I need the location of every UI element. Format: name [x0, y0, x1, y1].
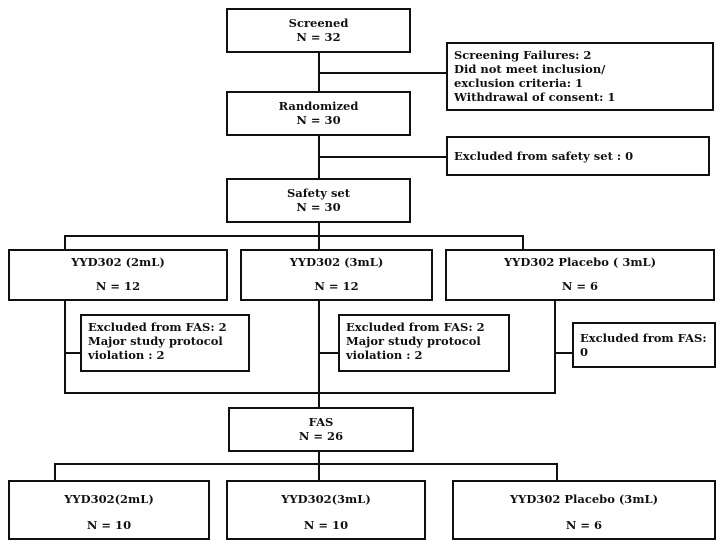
- connector-line: [554, 352, 572, 354]
- group-box-3ml: YYD302 (3mL) N = 12: [240, 249, 433, 301]
- group-title: YYD302 (3mL): [289, 255, 384, 269]
- connector-line: [64, 392, 556, 394]
- connector-line: [522, 235, 524, 249]
- connector-line: [318, 300, 320, 393]
- fas-exclusion-line: violation : 2: [88, 348, 165, 362]
- safety-set-title: Safety set: [286, 186, 351, 200]
- group-box-2ml: YYD302 (2mL) N = 12: [8, 249, 228, 301]
- fas-exclusion-box-2ml: Excluded from FAS: 2 Major study protoco…: [80, 314, 250, 372]
- excluded-safety-text: Excluded from safety set : 0: [454, 149, 634, 163]
- fas-group-box-placebo: YYD302 Placebo (3mL) N = 6: [452, 480, 716, 540]
- connector-line: [318, 463, 320, 481]
- connector-line: [556, 463, 558, 481]
- connector-line: [64, 300, 66, 393]
- randomized-box: Randomized N = 30: [226, 91, 411, 136]
- randomized-count: N = 30: [296, 113, 341, 127]
- fas-exclusion-line: Major study protocol: [346, 334, 481, 348]
- randomized-title: Randomized: [278, 99, 359, 113]
- safety-set-count: N = 30: [296, 200, 341, 214]
- screening-failures-box: Screening Failures: 2 Did not meet inclu…: [446, 42, 714, 111]
- screened-count: N = 32: [296, 30, 341, 44]
- fas-group-box-3ml: YYD302(3mL) N = 10: [226, 480, 426, 540]
- fas-count: N = 26: [298, 429, 344, 443]
- group-box-placebo: YYD302 Placebo ( 3mL) N = 6: [445, 249, 715, 301]
- screening-failures-line: Screening Failures: 2: [454, 48, 592, 62]
- fas-exclusion-line: violation : 2: [346, 348, 423, 362]
- connector-line: [318, 235, 320, 249]
- fas-exclusion-box-placebo: Excluded from FAS: 0: [572, 322, 716, 368]
- connector-line: [318, 222, 320, 236]
- fas-exclusion-line: Excluded from FAS: 2: [346, 320, 485, 334]
- connector-line: [554, 300, 556, 393]
- group-count: N = 6: [561, 279, 599, 293]
- fas-group-title: YYD302 Placebo (3mL): [509, 492, 659, 506]
- fas-box: FAS N = 26: [228, 407, 414, 452]
- fas-group-count: N = 10: [86, 518, 132, 532]
- screened-box: Screened N = 32: [226, 8, 411, 53]
- connector-line: [54, 463, 56, 481]
- group-title: YYD302 Placebo ( 3mL): [503, 255, 657, 269]
- fas-group-box-2ml: YYD302(2mL) N = 10: [8, 480, 210, 540]
- connector-line: [64, 235, 66, 249]
- fas-exclusion-line: Excluded from FAS: 2: [88, 320, 227, 334]
- connector-line: [318, 352, 338, 354]
- connector-line: [318, 156, 446, 158]
- group-count: N = 12: [314, 279, 359, 293]
- fas-exclusion-box-3ml: Excluded from FAS: 2 Major study protoco…: [338, 314, 510, 372]
- connector-line: [64, 235, 523, 237]
- safety-set-box: Safety set N = 30: [226, 178, 411, 223]
- fas-group-title: YYD302(2mL): [64, 492, 154, 506]
- connector-line: [64, 352, 80, 354]
- connector-line: [318, 451, 320, 465]
- fas-group-title: YYD302(3mL): [281, 492, 371, 506]
- fas-exclusion-line: Excluded from FAS: 0: [580, 331, 707, 359]
- group-title: YYD302 (2mL): [71, 255, 165, 269]
- fas-group-count: N = 10: [303, 518, 349, 532]
- screening-failures-line: Did not meet inclusion/: [454, 62, 606, 76]
- fas-exclusion-line: Major study protocol: [88, 334, 223, 348]
- fas-title: FAS: [308, 415, 334, 429]
- connector-line: [54, 463, 557, 465]
- screened-title: Screened: [288, 16, 349, 30]
- connector-line: [318, 72, 446, 74]
- screening-failures-line: Withdrawal of consent: 1: [454, 90, 616, 104]
- connector-line: [318, 392, 320, 408]
- excluded-safety-box: Excluded from safety set : 0: [446, 136, 710, 176]
- fas-group-count: N = 6: [565, 518, 603, 532]
- screening-failures-line: exclusion criteria: 1: [454, 76, 583, 90]
- group-count: N = 12: [95, 279, 141, 293]
